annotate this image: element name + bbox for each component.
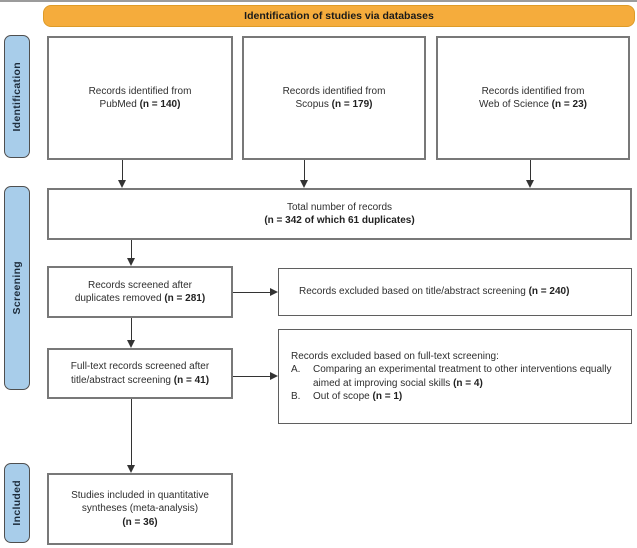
- stage-screening-label: Screening: [11, 261, 23, 315]
- box-line: Records excluded based on full-text scre…: [291, 350, 499, 362]
- box-excluded-title-abstract: Records excluded based on title/abstract…: [278, 268, 632, 316]
- excluded-item-b: B. Out of scope (n = 1): [291, 390, 623, 404]
- box-line: Total number of records: [286, 201, 393, 213]
- box-records-pubmed: Records identified from PubMed (n = 140): [47, 36, 233, 160]
- box-studies-included: Studies included in quantitative synthes…: [47, 473, 233, 545]
- stage-identification-label: Identification: [11, 61, 23, 132]
- box-line: PubMed (n = 140): [99, 99, 181, 110]
- arrow-fulltext-to-included: [127, 399, 136, 473]
- box-line: Records identified from: [88, 85, 192, 97]
- box-line: (n = 36): [122, 516, 158, 528]
- box-line: Full-text records screened after: [70, 361, 210, 372]
- box-fulltext-screened: Full-text records screened after title/a…: [47, 348, 233, 399]
- box-records-screened: Records screened after duplicates remove…: [47, 266, 233, 318]
- excluded-item-a: A. Comparing an experimental treatment t…: [291, 363, 623, 390]
- arrow-screened-to-fulltext: [127, 318, 136, 348]
- item-b-text: Out of scope (n = 1): [313, 391, 403, 402]
- arrow-scopus-to-total: [300, 160, 309, 188]
- item-a-text: Comparing an experimental treatment to o…: [313, 364, 612, 389]
- box-records-web-of-science: Records identified from Web of Science (…: [436, 36, 630, 160]
- box-line: syntheses (meta-analysis): [81, 503, 199, 515]
- box-line: Records excluded based on title/abstract…: [299, 286, 570, 298]
- box-line: duplicates removed (n = 281): [74, 293, 206, 304]
- box-line: (n = 342 of which 61 duplicates): [264, 215, 415, 226]
- item-b-label: B.: [291, 391, 301, 402]
- box-line: Studies included in quantitative: [71, 489, 209, 501]
- banner-label: Identification of studies via databases: [244, 10, 434, 22]
- arrow-total-to-screened: [127, 240, 136, 266]
- box-line: Web of Science (n = 23): [479, 99, 587, 110]
- box-excluded-fulltext: Records excluded based on full-text scre…: [278, 329, 632, 424]
- box-total-records: Total number of records (n = 342 of whic…: [47, 188, 632, 240]
- arrow-wos-to-total: [526, 160, 535, 188]
- stage-included: Included: [4, 463, 30, 543]
- box-line: title/abstract screening (n = 41): [70, 374, 210, 386]
- banner-identification-of-studies: Identification of studies via databases: [43, 5, 635, 27]
- figure-top-border: [0, 0, 637, 2]
- arrow-fulltext-to-excluded: [233, 372, 278, 381]
- box-records-scopus: Records identified from Scopus (n = 179): [242, 36, 426, 160]
- item-a-label: A.: [291, 364, 301, 375]
- box-line: Records identified from: [282, 85, 386, 97]
- box-line: Records screened after: [88, 279, 192, 291]
- arrow-screened-to-excluded: [233, 288, 278, 297]
- stage-screening: Screening: [4, 186, 30, 390]
- arrow-pubmed-to-total: [118, 160, 127, 188]
- box-line: Records identified from: [481, 85, 585, 97]
- stage-included-label: Included: [11, 480, 23, 526]
- box-line: Scopus (n = 179): [295, 99, 373, 110]
- stage-identification: Identification: [4, 35, 30, 158]
